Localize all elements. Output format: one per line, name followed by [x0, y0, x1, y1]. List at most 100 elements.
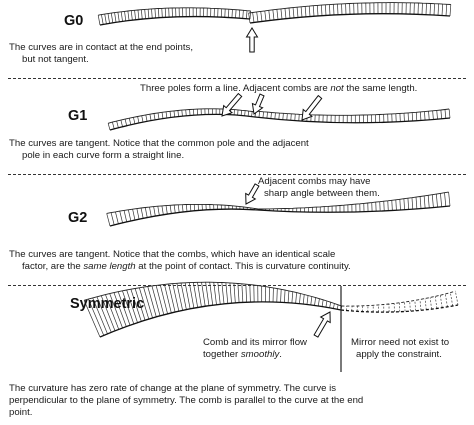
g0-caption-line2: but not tangent.: [22, 54, 89, 65]
comb-tooth: [233, 283, 236, 303]
comb-tooth: [130, 10, 133, 21]
comb-tooth: [140, 9, 143, 20]
curvature-combs: [83, 2, 459, 338]
comb-tooth: [286, 113, 288, 121]
comb-tooth: [444, 109, 447, 119]
comb-envelope: [341, 290, 456, 307]
comb-tooth: [173, 110, 176, 118]
g1-callout-text-start: Three poles form a line. Adjacent combs …: [140, 83, 331, 94]
comb-tooth: [274, 112, 276, 120]
comb-tooth: [415, 197, 418, 209]
comb-tooth: [325, 300, 328, 308]
comb-tooth: [295, 292, 297, 304]
comb-tooth: [450, 292, 454, 307]
g2-caption-text-start: factor, are the: [22, 261, 84, 272]
g0-heading: G0: [64, 13, 84, 29]
comb-envelope: [83, 281, 342, 307]
comb-tooth: [424, 111, 426, 121]
comb-tooth: [292, 7, 295, 18]
comb-tooth: [127, 10, 130, 21]
comb-tooth: [229, 282, 232, 304]
comb-tooth: [147, 9, 150, 19]
comb-envelope: [106, 203, 259, 214]
comb-tooth: [151, 285, 161, 316]
g2-caption-line2: factor, are the same length at the point…: [22, 261, 351, 273]
comb-tooth: [433, 3, 435, 16]
comb-tooth: [249, 10, 252, 20]
comb-tooth: [247, 111, 250, 117]
g2-caption-text-end: at the point of contact. This is curvatu…: [135, 261, 351, 272]
comb-tooth: [221, 282, 225, 304]
comb-tooth: [244, 110, 246, 116]
comb-tooth: [217, 282, 221, 305]
comb-tooth: [92, 297, 108, 334]
comb-tooth: [128, 209, 132, 221]
comb-tooth: [149, 114, 152, 121]
comb-tooth: [329, 302, 331, 308]
comb-tooth: [337, 4, 339, 15]
comb-tooth: [434, 296, 438, 309]
g2-caption-emphasis: same length: [83, 261, 136, 272]
symmetric-mirror-arrow: [313, 311, 331, 338]
comb-tooth: [123, 210, 128, 222]
comb-tooth: [270, 112, 272, 119]
comb-tooth: [387, 200, 389, 211]
comb-tooth: [132, 209, 136, 221]
comb-tooth: [193, 282, 199, 308]
comb-tooth: [429, 3, 431, 15]
symmetric-note-left-line2: together smoothly.: [203, 349, 282, 361]
symmetric-note-text-start: together: [203, 349, 241, 360]
g1-pole-arrow: [251, 93, 265, 115]
comb-tooth: [134, 288, 146, 321]
g1-pole-arrow: [301, 94, 323, 121]
comb-tooth: [317, 298, 320, 307]
comb-tooth: [260, 11, 263, 22]
g2-heading: G2: [68, 210, 88, 226]
comb-tooth: [83, 300, 101, 338]
comb-tooth: [133, 117, 136, 124]
section-divider: [8, 285, 466, 286]
comb-tooth: [140, 207, 144, 219]
comb-tooth: [115, 211, 119, 224]
comb-tooth: [439, 295, 443, 308]
comb-tooth: [431, 194, 434, 208]
comb-tooth: [109, 293, 123, 329]
comb-tooth: [407, 198, 410, 210]
g1-pole-arrow: [221, 92, 243, 117]
comb-tooth: [189, 204, 192, 212]
comb-tooth: [119, 211, 123, 223]
comb-tooth: [288, 7, 291, 19]
comb-tooth: [444, 192, 447, 207]
comb-tooth: [333, 4, 335, 15]
comb-tooth: [181, 110, 183, 117]
comb-tooth: [213, 282, 217, 305]
symmetric-caption-line1: The curvature has zero rate of change at…: [9, 383, 337, 394]
comb-tooth: [180, 282, 187, 310]
comb-tooth: [266, 112, 268, 119]
comb-tooth: [137, 116, 140, 124]
comb-tooth: [161, 112, 164, 119]
comb-tooth: [262, 111, 264, 118]
comb-tooth: [424, 298, 427, 310]
symmetric-note-left-line1: Comb and its mirror flow: [203, 337, 307, 348]
comb-tooth: [320, 5, 323, 16]
comb-tooth: [272, 9, 275, 20]
symmetric-caption-line3: point.: [9, 407, 33, 418]
comb-tooth: [251, 111, 253, 117]
callout-arrows: [221, 27, 331, 338]
g2-caption-line1: The curves are tangent. Notice that the …: [9, 249, 336, 260]
comb-tooth: [153, 113, 156, 120]
comb-tooth: [164, 284, 172, 313]
comb-tooth: [169, 111, 172, 118]
comb-tooth: [184, 282, 191, 309]
comb-tooth: [411, 112, 414, 122]
comb-tooth: [415, 112, 418, 121]
comb-tooth: [134, 10, 136, 20]
comb-tooth: [300, 6, 303, 18]
comb-tooth: [122, 290, 135, 325]
comb-tooth: [165, 205, 168, 215]
g2-contact-arrow: [245, 183, 260, 205]
curve-segment: [99, 301, 342, 338]
comb-tooth: [256, 11, 259, 22]
comb-tooth: [161, 8, 163, 18]
